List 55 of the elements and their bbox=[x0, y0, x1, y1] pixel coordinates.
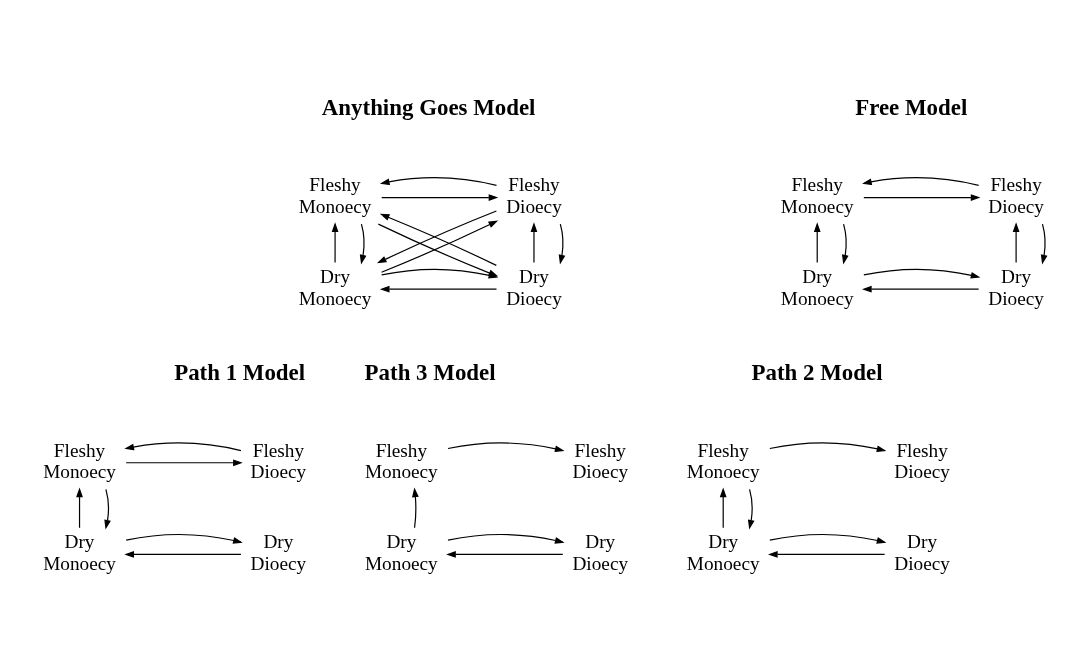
arrow bbox=[104, 488, 111, 530]
node-text: Dry Monoecy bbox=[43, 530, 116, 574]
node-text: Dry Monoecy bbox=[686, 530, 760, 574]
arrow bbox=[447, 441, 565, 452]
arrow bbox=[76, 486, 83, 528]
label: Free Model bbox=[855, 94, 968, 120]
node-text: Dry Dioecy bbox=[894, 530, 950, 574]
node-text: Fleshy Dioecy bbox=[572, 439, 629, 482]
arrow bbox=[379, 285, 498, 293]
arrow bbox=[863, 268, 981, 279]
node-text: Dry Dioecy bbox=[572, 530, 629, 574]
label: Anything Goes Model bbox=[321, 94, 536, 120]
arrow bbox=[747, 488, 755, 530]
node-text: Fleshy Monoecy bbox=[298, 173, 372, 217]
arrow bbox=[768, 550, 886, 558]
node-text: Fleshy Monoecy bbox=[780, 173, 854, 217]
arrow bbox=[412, 487, 419, 528]
node-text: Fleshy Dioecy bbox=[506, 173, 562, 217]
node-text: Fleshy Monoecy bbox=[364, 439, 438, 482]
arrow bbox=[841, 223, 849, 264]
node-text: Dry Monoecy bbox=[780, 265, 854, 309]
arrow bbox=[769, 533, 887, 544]
label: Path 1 Model bbox=[174, 359, 306, 385]
arrow bbox=[125, 533, 243, 544]
arrow bbox=[381, 193, 499, 201]
arrow bbox=[530, 221, 538, 263]
node-text: Dry Monoecy bbox=[298, 265, 372, 309]
arrow bbox=[359, 223, 367, 264]
arrow bbox=[124, 550, 242, 558]
node-text: Fleshy Monoecy bbox=[43, 439, 116, 482]
node-text: Fleshy Monoecy bbox=[686, 439, 760, 482]
arrow bbox=[558, 223, 566, 264]
node-text: Dry Monoecy bbox=[364, 530, 438, 574]
arrow bbox=[1040, 223, 1048, 264]
arrow bbox=[379, 176, 498, 186]
arrow bbox=[447, 533, 565, 544]
node-text: Dry Dioecy bbox=[506, 265, 562, 309]
node-text: Fleshy Dioecy bbox=[250, 439, 307, 482]
label: Path 3 Model bbox=[364, 359, 496, 385]
node-text: Fleshy Dioecy bbox=[988, 173, 1044, 217]
arrow bbox=[769, 441, 887, 452]
arrow bbox=[1012, 221, 1020, 263]
arrow bbox=[331, 221, 339, 263]
node-text: Dry Dioecy bbox=[988, 265, 1044, 309]
arrow bbox=[862, 285, 980, 293]
label: Path 2 Model bbox=[751, 359, 883, 385]
arrow bbox=[719, 486, 727, 528]
arrow bbox=[124, 441, 242, 451]
arrow bbox=[446, 550, 564, 558]
node-text: Fleshy Dioecy bbox=[894, 439, 950, 482]
arrow bbox=[862, 176, 980, 186]
node-text: Dry Dioecy bbox=[250, 530, 307, 574]
arrow bbox=[813, 221, 821, 263]
arrow bbox=[125, 458, 243, 466]
arrow bbox=[863, 193, 981, 201]
